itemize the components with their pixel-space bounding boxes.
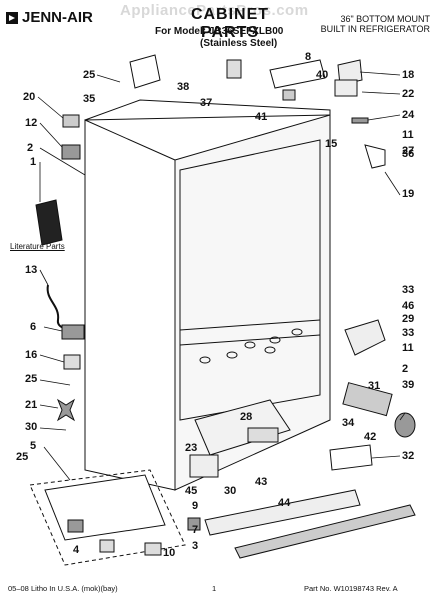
footer-print-info: 05–08 Litho In U.S.A. (mok)(bay): [8, 584, 118, 593]
page-title: CABINET PARTS: [190, 6, 270, 41]
callout: 20: [23, 91, 35, 103]
foot-7: [67, 519, 84, 533]
foot-9: [187, 517, 201, 531]
callout: 11: [402, 129, 414, 141]
callout: 1: [30, 156, 36, 168]
watermark: AppliancePartsPros.com: [120, 2, 309, 19]
callout: 42: [364, 431, 376, 443]
callout: 15: [325, 138, 337, 150]
brand-logo-icon: [6, 12, 18, 24]
clip-6: [61, 324, 85, 340]
callout: 39: [402, 379, 414, 391]
callout: 22: [402, 88, 414, 100]
callout: 8: [305, 51, 311, 63]
callout: 36: [402, 148, 414, 160]
cabinet-body: [84, 99, 331, 491]
top-brackets: [129, 54, 363, 101]
callout: 12: [25, 117, 37, 129]
star-bracket-21: [56, 398, 76, 422]
hinge-lower: [344, 319, 386, 356]
callout: 19: [402, 188, 414, 200]
finish-label: (Stainless Steel): [200, 38, 278, 49]
callout: 27: [402, 145, 414, 157]
callout: 30: [224, 485, 236, 497]
callout: 25: [83, 69, 95, 81]
literature-parts-label: Literature Parts: [10, 242, 65, 251]
callout: 28: [240, 411, 252, 423]
callout: 45: [185, 485, 197, 497]
model-number: For Model: JB36SEFXLB00: [155, 26, 284, 37]
hinge-bracket-top: [334, 79, 358, 97]
callout: 38: [177, 81, 189, 93]
kick-plate-44: [204, 489, 361, 536]
callout: 4: [73, 544, 80, 556]
callout: 3: [192, 540, 198, 552]
footer-page-number: 1: [212, 584, 217, 593]
pin-24: [351, 117, 369, 124]
callout: 10: [163, 547, 175, 559]
footer-part-number: Part No. W10198743 Rev. A: [304, 584, 398, 593]
callout: 43: [255, 476, 267, 488]
callout: 33: [402, 284, 414, 296]
base-assembly-outline: [29, 469, 186, 566]
callout: 16: [25, 349, 37, 361]
brand-name: JENN-AIR: [22, 9, 93, 26]
callout: 24: [402, 109, 415, 121]
literature-booklet: [35, 199, 63, 246]
callout: 9: [192, 500, 198, 512]
callout: 18: [402, 69, 414, 81]
roller-31: [342, 382, 393, 417]
callout: 11: [402, 342, 414, 354]
box-45: [189, 454, 219, 478]
foot-10: [144, 542, 162, 556]
callout: 5: [30, 440, 36, 452]
kick-plate-32: [234, 504, 416, 559]
callout: 40: [316, 69, 328, 81]
callout: 25: [16, 451, 28, 463]
callout: 25: [25, 373, 37, 385]
callout-labels: 25 38 8 40 18 20 35 37 22 24 12 41 15 11…: [16, 51, 415, 559]
callout: 21: [25, 399, 37, 411]
hinge-27: [364, 144, 386, 169]
callout: 29: [402, 313, 414, 325]
wheel-39: [394, 412, 416, 438]
callout: 6: [30, 321, 36, 333]
callout: 35: [83, 93, 95, 105]
slide-28: [247, 427, 279, 443]
foot-4: [99, 539, 115, 553]
drawer-rail: [194, 399, 291, 456]
callout: 2: [402, 363, 408, 375]
callout: 37: [200, 97, 212, 109]
callout: 7: [192, 524, 198, 536]
product-type-line-1: 36" BOTTOM MOUNT: [340, 14, 430, 24]
clip-16: [63, 354, 81, 370]
product-type-line-2: BUILT IN REFRIGERATOR: [320, 24, 430, 34]
callout: 13: [25, 264, 37, 276]
grille-34: [329, 444, 373, 471]
callout: 34: [342, 417, 355, 429]
callout: 44: [278, 497, 291, 509]
base-frame: [44, 474, 166, 541]
leader-lines: [37, 71, 406, 481]
callout: 30: [25, 421, 37, 433]
clip-12: [61, 144, 81, 160]
callout: 32: [402, 450, 414, 462]
callout: 31: [368, 380, 380, 392]
bracket-20: [62, 114, 80, 128]
callout: 41: [255, 111, 267, 123]
callout: 2: [27, 142, 33, 154]
callout: 23: [185, 442, 197, 454]
callout: 33: [402, 327, 414, 339]
callout: 46: [402, 300, 414, 312]
